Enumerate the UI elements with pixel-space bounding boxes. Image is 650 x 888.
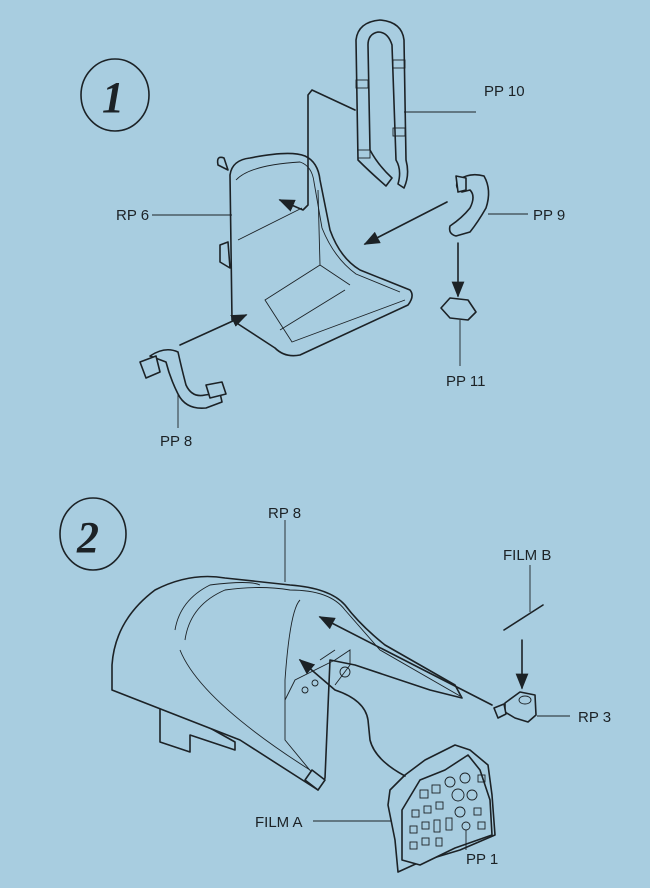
label-film-b: FILM B [503, 547, 551, 564]
harness-pp10 [355, 19, 476, 189]
arrow-rp3-to-cockpit [318, 616, 493, 706]
label-rp6: RP 6 [116, 207, 149, 224]
film-b [503, 604, 544, 631]
seat-rp6 [152, 152, 413, 357]
step-2-number: 2 [76, 513, 99, 562]
label-rp3: RP 3 [578, 709, 611, 726]
label-pp10: PP 10 [484, 83, 525, 100]
label-pp11: PP 11 [446, 373, 485, 390]
label-pp8: PP 8 [160, 433, 192, 450]
step-1-circle [80, 58, 150, 132]
arrow-pp9-to-seat [363, 201, 448, 245]
step-1-number: 1 [102, 73, 124, 122]
arrow-panel-to-cockpit [298, 658, 406, 777]
cockpit-rp8 [111, 520, 463, 791]
arrow-pp10-to-seat [278, 89, 356, 212]
label-pp9: PP 9 [533, 207, 565, 224]
step-2-circle [59, 497, 127, 571]
label-film-a: FILM A [255, 814, 303, 831]
plate-pp11 [440, 297, 477, 321]
instrument-panel-pp1 [387, 744, 496, 873]
arrow-pp8-to-seat [179, 314, 248, 346]
belt-pp8 [139, 348, 227, 428]
label-rp8: RP 8 [268, 505, 301, 522]
step-1: 1 PP 10 RP 6 [80, 19, 565, 450]
step-2: 2 RP 8 FILM B RP 3 [59, 497, 611, 873]
belt-pp9 [448, 173, 528, 237]
part-rp3 [493, 691, 570, 723]
label-pp1: PP 1 [466, 851, 498, 868]
